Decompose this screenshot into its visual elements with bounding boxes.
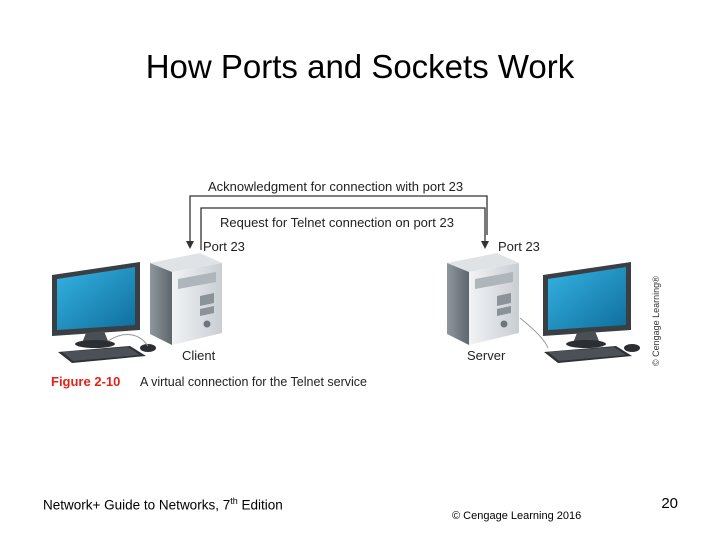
server-tower-icon (447, 253, 519, 345)
slide-title: How Ports and Sockets Work (145, 48, 575, 85)
book-title-prefix: Network+ Guide to Networks, 7 (43, 497, 231, 513)
figure-number: Figure 2-10 (51, 374, 120, 389)
request-arrow (200, 207, 489, 250)
client-port-label: Port 23 (203, 239, 245, 254)
client-workstation-icon (52, 262, 156, 363)
server-port-label: Port 23 (498, 239, 540, 254)
ack-arrow (186, 195, 488, 249)
footer-copyright: © Cengage Learning 2016 (452, 510, 582, 522)
book-title-sup: th (230, 496, 238, 506)
ack-label: Acknowledgment for connection with port … (208, 179, 463, 194)
server-workstation-icon (519, 262, 640, 363)
figure-caption: A virtual connection for the Telnet serv… (140, 375, 367, 389)
client-label: Client (182, 348, 216, 363)
book-title-suffix: Edition (237, 497, 283, 513)
vertical-copyright: © Cengage Learning® (651, 276, 661, 366)
footer-book-title: Network+ Guide to Networks, 7th Edition (43, 496, 283, 513)
client-server-tower-icon (150, 253, 222, 345)
request-label: Request for Telnet connection on port 23 (220, 215, 454, 230)
page-number: 20 (661, 495, 678, 512)
server-label: Server (467, 348, 506, 363)
